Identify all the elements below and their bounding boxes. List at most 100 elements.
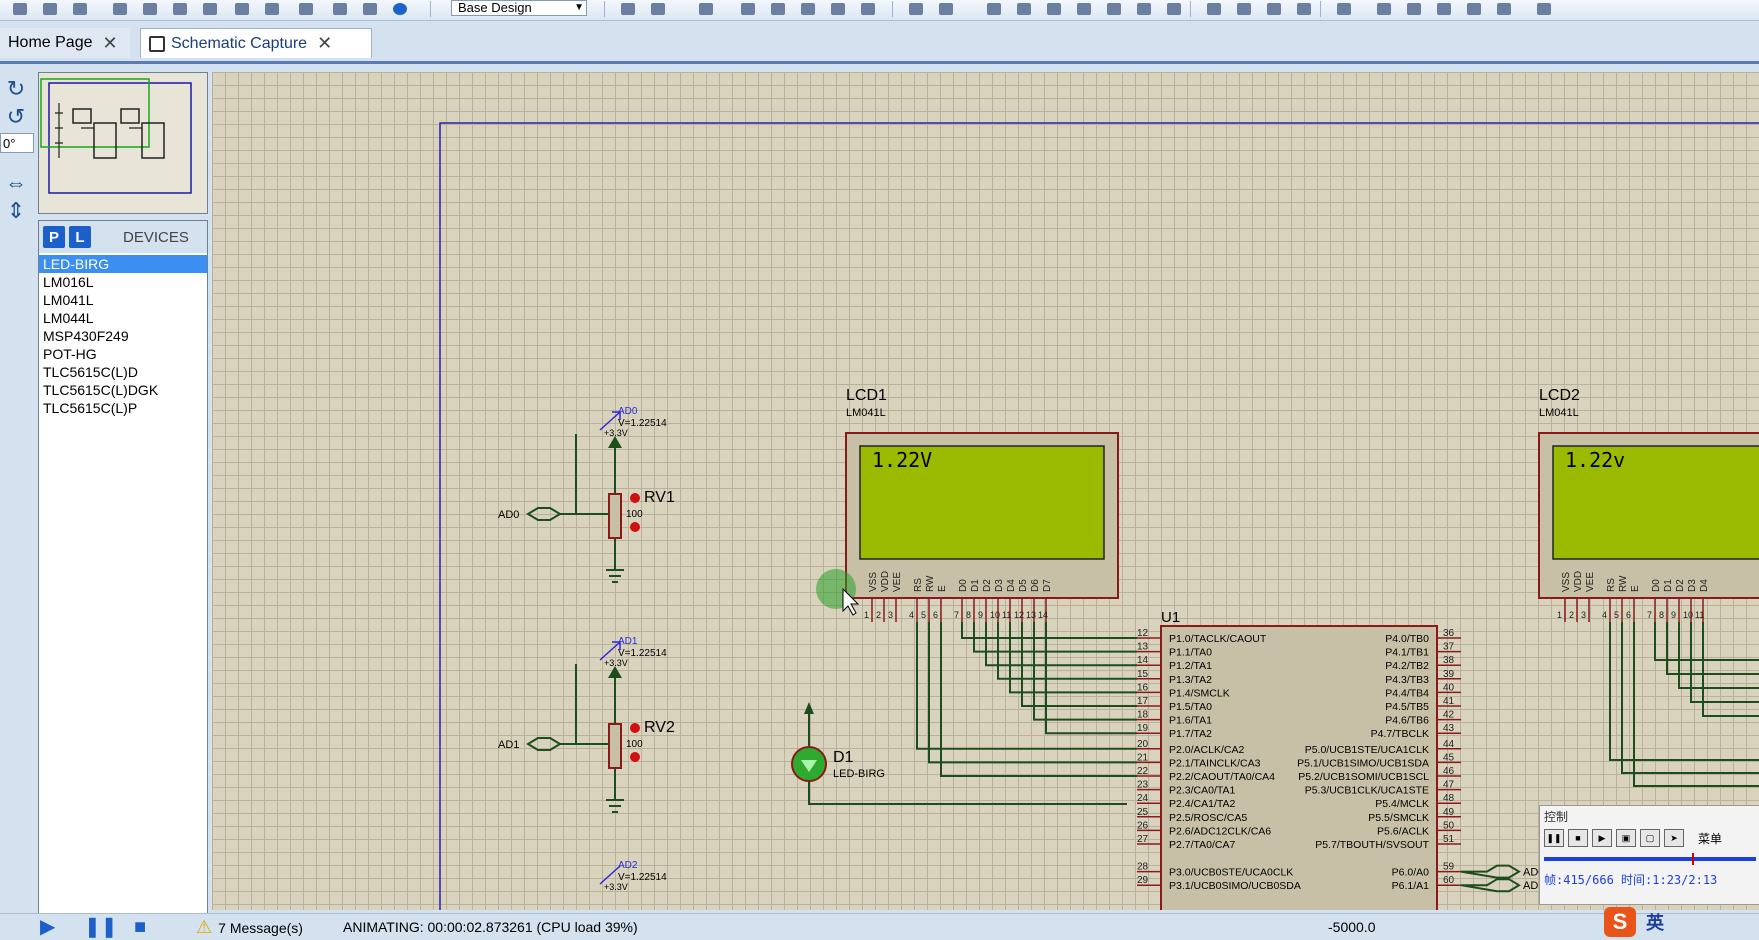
- copy-icon[interactable]: [1014, 0, 1034, 18]
- device-list-item[interactable]: TLC5615C(L)DGK: [43, 382, 159, 398]
- netlist-icon[interactable]: [330, 0, 350, 18]
- gerber-icon[interactable]: [200, 0, 220, 18]
- home-icon[interactable]: [110, 0, 130, 18]
- power-terminal-icon: [804, 702, 814, 714]
- pointer-icon[interactable]: ➤: [1664, 829, 1684, 847]
- device-list-item[interactable]: TLC5615C(L)D: [43, 364, 138, 380]
- cut-icon[interactable]: [984, 0, 1004, 18]
- pause-icon[interactable]: ❚❚: [1544, 829, 1564, 847]
- property-icon[interactable]: [1404, 0, 1424, 18]
- device-list-item[interactable]: LM041L: [43, 292, 94, 308]
- stop-icon[interactable]: ■: [134, 916, 147, 938]
- notes-icon[interactable]: [360, 0, 380, 18]
- tab-home-page[interactable]: Home Page ✕: [0, 28, 130, 58]
- device-list-item[interactable]: TLC5615C(L)P: [43, 400, 138, 416]
- paste-icon[interactable]: [1044, 0, 1064, 18]
- toolbar-separator: [1190, 1, 1191, 17]
- zoom-all-icon[interactable]: [828, 0, 848, 18]
- lcd2-pin-label: D0: [1651, 579, 1662, 592]
- tab-schematic-capture[interactable]: Schematic Capture ✕: [140, 28, 372, 58]
- pick-devices-button[interactable]: P: [43, 226, 65, 248]
- pick-icon[interactable]: [1204, 0, 1224, 18]
- mcu-body: [1160, 625, 1438, 910]
- play-icon[interactable]: ▶: [40, 916, 56, 938]
- wire-autorouter-icon[interactable]: [1334, 0, 1354, 18]
- search-icon[interactable]: [1374, 0, 1394, 18]
- grid-icon[interactable]: [648, 0, 668, 18]
- erc-icon[interactable]: [1534, 0, 1554, 18]
- voltage-probe-icon: [599, 865, 621, 885]
- stop-icon[interactable]: ■: [1568, 829, 1588, 847]
- rotation-angle-field[interactable]: 0°: [0, 133, 34, 153]
- video-control-panel: 控制 ❚❚ ■ ▶ ▣ ▢ ➤ 菜单 帧:415/666 时间:1:23/2:1…: [1539, 805, 1759, 905]
- zoom-all-icon-glyph: [831, 3, 845, 15]
- menu-button[interactable]: 菜单: [1698, 831, 1723, 846]
- sogou-ime-icon[interactable]: S: [1604, 907, 1636, 937]
- library-manager-button[interactable]: L: [69, 226, 91, 248]
- wire: [808, 781, 1127, 805]
- origin-icon-glyph: [699, 3, 713, 15]
- undo-icon-glyph: [909, 3, 923, 15]
- save-icon[interactable]: [40, 0, 60, 18]
- overview-preview[interactable]: [38, 72, 208, 214]
- pan-icon[interactable]: [738, 0, 758, 18]
- mirror-vertical-icon[interactable]: ⇕: [6, 198, 26, 223]
- exit-sheet-icon[interactable]: [1494, 0, 1514, 18]
- open-icon[interactable]: [10, 0, 30, 18]
- zoom-in-icon[interactable]: [768, 0, 788, 18]
- playback-position-marker[interactable]: [1692, 853, 1695, 865]
- help-icon[interactable]: [390, 0, 410, 18]
- 3d-icon[interactable]: [232, 0, 252, 18]
- bom-icon[interactable]: [262, 0, 282, 18]
- device-list-item[interactable]: LM016L: [43, 274, 94, 290]
- pot-pin-marker: [630, 723, 640, 733]
- device-list-item[interactable]: POT-HG: [43, 346, 97, 362]
- fullscreen-icon[interactable]: ▣: [1616, 829, 1636, 847]
- new-sheet-icon[interactable]: [1434, 0, 1454, 18]
- notes-icon-glyph: [363, 3, 377, 15]
- refresh-icon[interactable]: [618, 0, 638, 18]
- next-frame-icon[interactable]: ▶: [1592, 829, 1612, 847]
- lcd1-pin-label: D4: [1006, 579, 1017, 592]
- playback-progress-bar[interactable]: [1544, 853, 1756, 865]
- cursor-coordinate: -5000.0: [1328, 919, 1376, 935]
- origin-icon[interactable]: [696, 0, 716, 18]
- schematic-icon[interactable]: [140, 0, 160, 18]
- pot-value: 100: [626, 509, 643, 520]
- block-move-icon[interactable]: [1104, 0, 1124, 18]
- pcb-icon[interactable]: [170, 0, 190, 18]
- device-list-item[interactable]: MSP430F249: [43, 328, 129, 344]
- device-list-item[interactable]: LM044L: [43, 310, 94, 326]
- overview-preview-drawing: [40, 78, 192, 194]
- mirror-horizontal-icon[interactable]: ⇔: [5, 170, 27, 195]
- packaging-icon[interactable]: [1264, 0, 1284, 18]
- cost-icon[interactable]: [296, 0, 316, 18]
- zoom-area-icon[interactable]: [858, 0, 878, 18]
- rotate-clockwise-icon[interactable]: ↻: [6, 76, 26, 101]
- block-delete-icon[interactable]: [1164, 0, 1184, 18]
- fit-window-icon[interactable]: ▢: [1640, 829, 1660, 847]
- mcu-pin-label: P1.5/TA0: [1169, 701, 1212, 713]
- close-icon[interactable]: ✕: [317, 33, 333, 53]
- ime-language-label[interactable]: 英: [1646, 913, 1664, 933]
- rotate-anticlockwise-icon[interactable]: ↺: [6, 104, 26, 129]
- pause-icon[interactable]: ❚❚: [84, 916, 118, 938]
- remove-sheet-icon[interactable]: [1464, 0, 1484, 18]
- zoom-out-icon[interactable]: [798, 0, 818, 18]
- close-icon[interactable]: ✕: [102, 32, 118, 53]
- redo-icon[interactable]: [936, 0, 956, 18]
- lcd1-ref: LCD1: [846, 387, 887, 404]
- block-copy-icon[interactable]: [1074, 0, 1094, 18]
- decompose-icon[interactable]: [1294, 0, 1314, 18]
- import-icon[interactable]: [70, 0, 90, 18]
- lcd2-pin-number: 2: [1569, 610, 1574, 620]
- messages-indicator[interactable]: ⚠ 7 Message(s): [196, 917, 303, 938]
- undo-icon[interactable]: [906, 0, 926, 18]
- design-variant-select[interactable]: Base Design ▼: [451, 0, 587, 16]
- make-device-icon[interactable]: [1234, 0, 1254, 18]
- mcu-pin-number: 46: [1443, 766, 1455, 777]
- block-rotate-icon[interactable]: [1134, 0, 1154, 18]
- device-list-item[interactable]: LED-BIRG: [39, 255, 207, 273]
